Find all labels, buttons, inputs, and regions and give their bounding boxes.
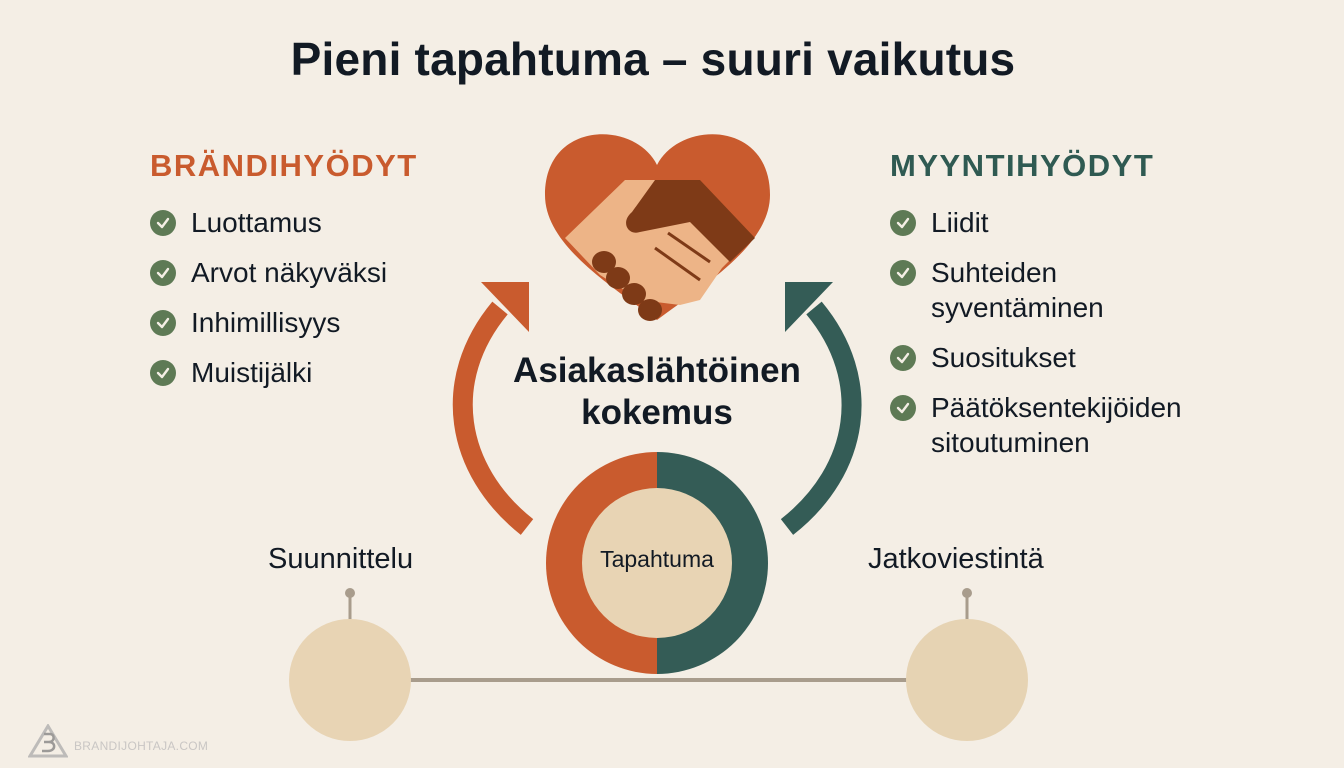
benefit-label: Inhimillisyys (191, 307, 341, 338)
benefit-label: Liidit (931, 207, 989, 238)
list-item: Suositukset (890, 340, 1220, 375)
benefit-label: Arvot näkyväksi (191, 257, 388, 288)
phase-circle-jatkoviestinta (906, 619, 1028, 741)
heart-handshake-icon (545, 134, 770, 321)
check-circle-icon (890, 345, 916, 371)
brand-benefits-heading: BRÄNDIHYÖDYT (150, 148, 418, 183)
phase-label-jatkoviestinta: Jatkoviestintä (868, 543, 1044, 575)
benefit-label: Suhteiden syventäminen (931, 257, 1104, 323)
check-circle-icon (890, 210, 916, 236)
timeline-pin-left (345, 588, 355, 620)
watermark-text: BRANDIJOHTAJA.COM (74, 739, 209, 753)
curved-arrow-left-icon (452, 282, 534, 535)
phase-label-suunnittelu: Suunnittelu (268, 543, 414, 575)
sales-benefits-list: Liidit Suhteiden syventäminen Suositukse… (890, 205, 1220, 475)
list-item: Inhimillisyys (150, 305, 387, 340)
center-label-line1: Asiakaslähtöinen (513, 351, 801, 390)
check-circle-icon (890, 395, 916, 421)
check-circle-icon (150, 260, 176, 286)
center-label: Asiakaslähtöinen kokemus (457, 350, 857, 434)
event-label: Tapahtuma (600, 546, 714, 572)
benefit-label: Muistijälki (191, 357, 313, 388)
center-label-line2: kokemus (581, 393, 733, 432)
benefit-label: Suositukset (931, 342, 1076, 373)
check-circle-icon (150, 360, 176, 386)
curved-arrow-right-icon (780, 282, 862, 535)
check-circle-icon (150, 210, 176, 236)
timeline-pin-right (962, 588, 972, 620)
check-circle-icon (890, 260, 916, 286)
brandijohtaja-logo-icon (28, 724, 68, 758)
list-item: Suhteiden syventäminen (890, 255, 1140, 325)
list-item: Muistijälki (150, 355, 387, 390)
list-item: Luottamus (150, 205, 387, 240)
benefit-label: Päätöksentekijöiden sitoutuminen (931, 392, 1182, 458)
list-item: Päätöksentekijöiden sitoutuminen (890, 390, 1220, 460)
benefit-label: Luottamus (191, 207, 322, 238)
watermark: BRANDIJOHTAJA.COM (28, 724, 208, 758)
list-item: Arvot näkyväksi (150, 255, 387, 290)
page-title: Pieni tapahtuma – suuri vaikutus (290, 33, 1016, 85)
phase-circle-suunnittelu (289, 619, 411, 741)
brand-benefits-list: Luottamus Arvot näkyväksi Inhimillisyys … (150, 205, 387, 405)
check-circle-icon (150, 310, 176, 336)
sales-benefits-heading: MYYNTIHYÖDYT (890, 148, 1155, 183)
event-donut (546, 452, 768, 674)
list-item: Liidit (890, 205, 1220, 240)
